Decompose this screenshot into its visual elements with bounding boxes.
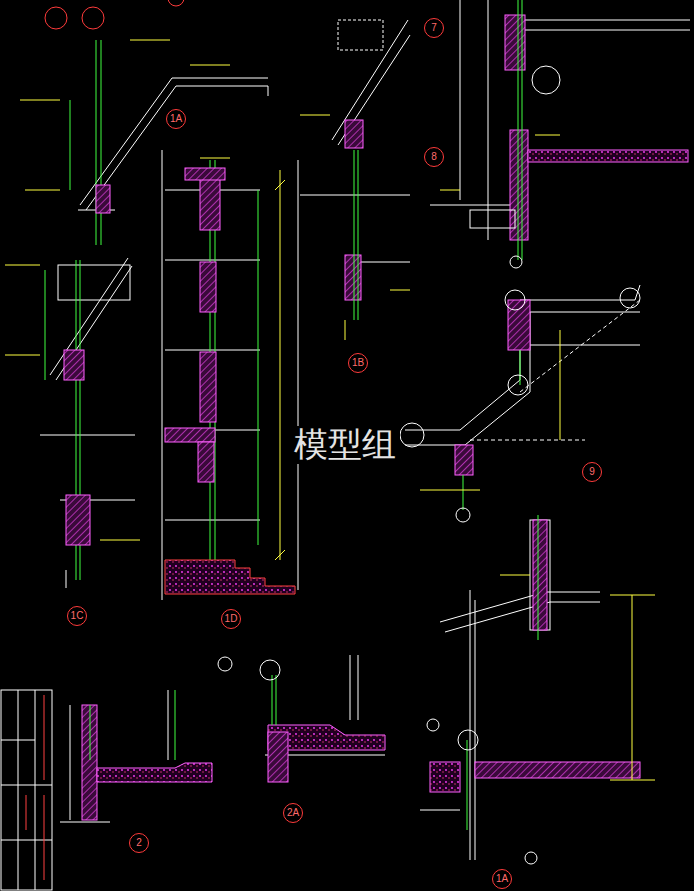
callout-number: 1B — [352, 358, 364, 368]
callout-circle: 1C — [67, 606, 87, 626]
callout-number: 8 — [431, 152, 437, 162]
callout-number: 1D — [225, 614, 238, 624]
callout-circle: 1A — [166, 109, 186, 129]
callout-number: 1A — [170, 114, 182, 124]
watermark: 模型组 — [290, 426, 400, 463]
callout-number: 2A — [287, 808, 299, 818]
callout-circle: 2 — [129, 833, 149, 853]
callout-circle: 8 — [424, 147, 444, 167]
callout-circle: 7 — [424, 18, 444, 38]
callout-circle: 1A — [492, 869, 512, 889]
callout-number: 1C — [71, 611, 84, 621]
callout-number: 7 — [431, 23, 437, 33]
callout-number: 9 — [589, 467, 595, 477]
callout-circle: 9 — [582, 462, 602, 482]
callout-number: 1A — [496, 874, 508, 884]
callout-circle: 1D — [221, 609, 241, 629]
callout-circle: 2A — [283, 803, 303, 823]
callout-number: 2 — [136, 838, 142, 848]
callout-circle: 1B — [348, 353, 368, 373]
